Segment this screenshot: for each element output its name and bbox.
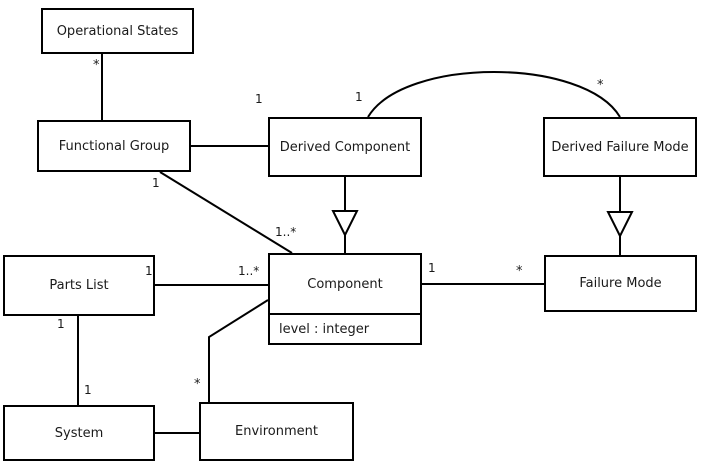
class-name-failure-mode: Failure Mode — [579, 276, 662, 291]
multiplicity-label-fg-to-component: 1 — [152, 176, 160, 190]
multiplicity-label-parts-list-to-component-source: 1 — [145, 264, 153, 278]
multiplicity-label-component-to-failure-mode-source: 1 — [428, 261, 436, 275]
class-name-component: Component — [307, 276, 383, 292]
class-box-component[interactable]: Component level : integer — [268, 253, 422, 345]
class-attribute-component-level: level : integer — [270, 313, 420, 343]
multiplicity-label-derived-component-to-dfm-target: * — [597, 78, 604, 93]
class-box-failure-mode[interactable]: Failure Mode — [544, 255, 697, 312]
connections-group — [77, 54, 634, 434]
class-box-parts-list[interactable]: Parts List — [3, 255, 155, 316]
class-name-environment: Environment — [234, 424, 318, 439]
multiplicity-label-parts-list-to-system-source: 1 — [57, 317, 65, 331]
class-name-system: System — [54, 425, 104, 441]
connection-functional-group--component — [159, 171, 293, 254]
generalization-triangle-derived-component--component — [331, 210, 359, 238]
multiplicity-label-derived-component-to-dfm-source: 1 — [355, 90, 363, 104]
multiplicity-label-parts-list-to-component-target: 1..* — [238, 264, 260, 278]
multiplicity-label-parts-list-to-system-target: 1 — [84, 383, 92, 397]
class-name-parts-list: Parts List — [49, 278, 109, 293]
multiplicity-label-op-states-to-fg: * — [93, 58, 100, 73]
connection-component--environment — [208, 299, 269, 402]
class-box-operational-states[interactable]: Operational States — [41, 8, 194, 54]
class-box-derived-component[interactable]: Derived Component — [268, 117, 422, 177]
class-box-environment[interactable]: Environment — [199, 402, 354, 461]
class-name-operational-states: Operational States — [56, 23, 179, 39]
connection-derived-component--derived-failure-mode — [367, 71, 621, 118]
class-name-functional-group: Functional Group — [58, 138, 170, 154]
class-box-system[interactable]: System — [3, 405, 155, 461]
class-box-derived-failure-mode[interactable]: Derived Failure Mode — [543, 117, 697, 177]
class-box-functional-group[interactable]: Functional Group — [37, 120, 191, 172]
multiplicity-label-fg-to-component-target: 1..* — [275, 225, 297, 239]
multiplicity-label-component-to-failure-mode-target: * — [516, 264, 523, 279]
multiplicity-label-fg-to-derived-component: 1 — [255, 92, 263, 106]
class-name-derived-component: Derived Component — [279, 139, 411, 155]
class-name-derived-failure-mode: Derived Failure Mode — [551, 139, 689, 155]
generalization-triangle-derived-failure-mode--failure-mode — [606, 211, 634, 239]
multiplicity-label-component-to-environment: * — [194, 377, 201, 392]
